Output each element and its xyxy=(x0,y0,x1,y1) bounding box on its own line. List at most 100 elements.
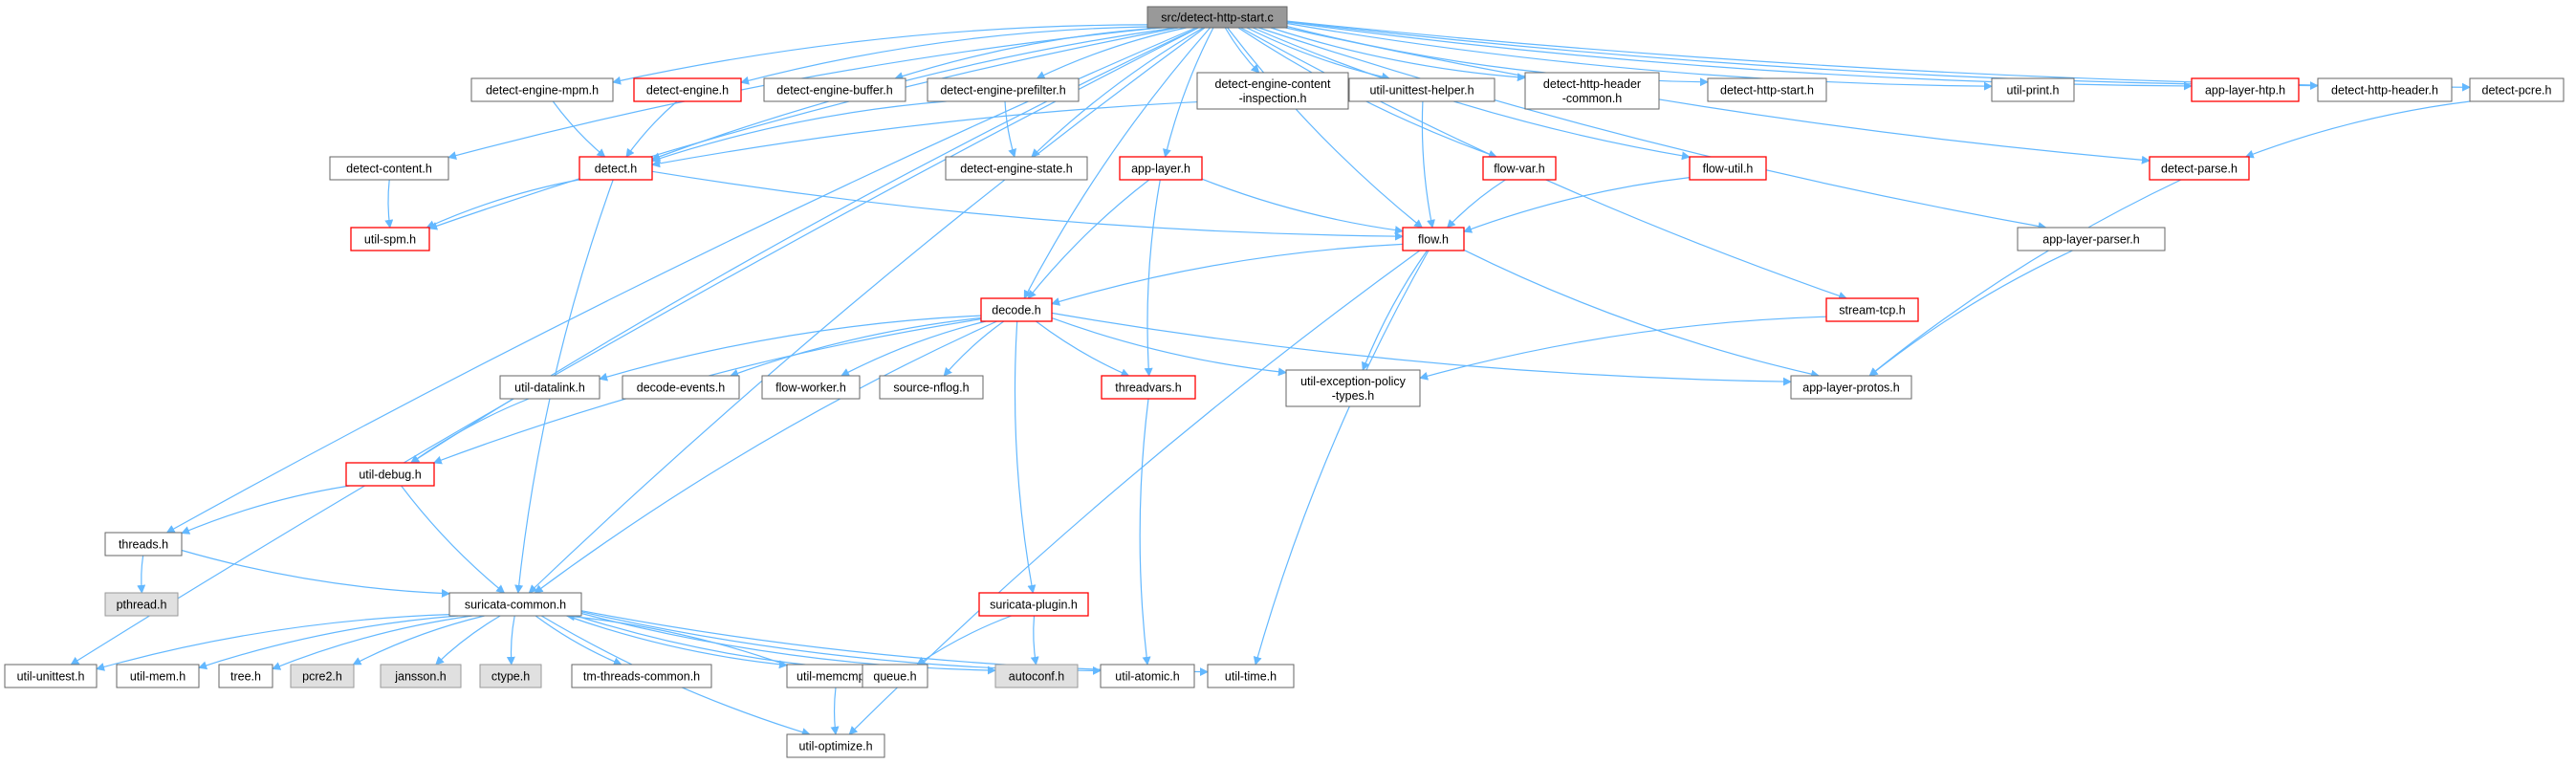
node-label: -common.h xyxy=(1562,92,1623,105)
node-ctype[interactable]: ctype.h xyxy=(479,664,542,688)
node-http-start-h[interactable]: detect-http-start.h xyxy=(1707,77,1827,102)
node-box xyxy=(2469,77,2565,102)
edge-suricata_plugin-to-autoconf xyxy=(1030,615,1039,666)
node-root[interactable]: src/detect-http-start.c xyxy=(1146,6,1288,29)
edge-layer xyxy=(70,20,2471,736)
node-label: detect-engine.h xyxy=(646,84,729,98)
node-unittest-helper[interactable]: util-unittest-helper.h xyxy=(1348,77,1495,102)
node-util-atomic[interactable]: util-atomic.h xyxy=(1100,664,1195,688)
node-util-spm[interactable]: util-spm.h xyxy=(350,227,430,251)
node-label: pcre2.h xyxy=(302,670,342,684)
node-stream-tcp[interactable]: stream-tcp.h xyxy=(1825,297,1919,322)
node-box xyxy=(104,532,183,557)
node-pcre2[interactable]: pcre2.h xyxy=(290,664,355,688)
node-detect-parse[interactable]: detect-parse.h xyxy=(2149,156,2250,181)
node-app-layer-protos[interactable]: app-layer-protos.h xyxy=(1790,375,1912,400)
node-detect-pcre[interactable]: detect-pcre.h xyxy=(2469,77,2565,102)
node-box xyxy=(978,592,1089,617)
node-label: util-exception-policy xyxy=(1300,375,1407,388)
node-box xyxy=(499,375,600,400)
node-tm-threads-common[interactable]: tm-threads-common.h xyxy=(571,664,712,688)
node-box xyxy=(290,664,355,688)
node-util-mem[interactable]: util-mem.h xyxy=(116,664,200,688)
edge-suricata_common-to-util_unittest xyxy=(96,614,450,671)
node-label: util-debug.h xyxy=(359,469,421,482)
node-box xyxy=(1482,156,1557,181)
node-label: decode-events.h xyxy=(637,382,725,395)
node-flow-util[interactable]: flow-util.h xyxy=(1689,156,1767,181)
node-engine-buffer[interactable]: detect-engine-buffer.h xyxy=(763,77,906,102)
node-util-debug[interactable]: util-debug.h xyxy=(345,462,435,487)
edge-root-to-util_unittest xyxy=(70,27,1199,666)
node-util-datalink[interactable]: util-datalink.h xyxy=(499,375,600,400)
node-box xyxy=(2149,156,2250,181)
node-engine-mpm[interactable]: detect-engine-mpm.h xyxy=(470,77,614,102)
node-decode-events[interactable]: decode-events.h xyxy=(622,375,740,400)
node-util-unittest[interactable]: util-unittest.h xyxy=(4,664,98,688)
node-suricata-common[interactable]: suricata-common.h xyxy=(448,592,582,617)
edge-suricata_common-to-jansson xyxy=(435,615,501,666)
node-label: detect-http-header xyxy=(1543,77,1641,91)
node-box xyxy=(2191,77,2300,102)
edge-suricata_plugin-to-queue_h xyxy=(916,615,1013,666)
edge-flow_h-to-util_time xyxy=(1253,250,1430,666)
node-label: tm-threads-common.h xyxy=(583,670,700,684)
node-util-print[interactable]: util-print.h xyxy=(1991,77,2075,102)
node-engine-content[interactable]: detect-engine-content-inspection.h xyxy=(1196,72,1349,110)
node-label: queue.h xyxy=(873,670,916,684)
edge-decode_h-to-util_datalink xyxy=(599,315,982,382)
edge-flow_util-to-flow_h xyxy=(1463,177,1691,233)
node-app-layer-htp[interactable]: app-layer-htp.h xyxy=(2191,77,2300,102)
node-box xyxy=(786,733,885,758)
node-util-optimize[interactable]: util-optimize.h xyxy=(786,733,885,758)
node-engine-state[interactable]: detect-engine-state.h xyxy=(945,156,1088,181)
node-box xyxy=(116,664,200,688)
node-decode-h[interactable]: decode.h xyxy=(980,297,1053,322)
node-label: flow-worker.h xyxy=(775,382,846,395)
edge-decode_h-to-decode_events xyxy=(730,317,982,378)
edge-suricata_common-to-queue_h xyxy=(576,615,863,674)
edge-engine_mpm-to-detect_h xyxy=(552,100,606,158)
node-label: suricata-plugin.h xyxy=(990,599,1078,612)
edge-unittest_helper-to-flow_h xyxy=(1421,100,1435,229)
edge-threads_h-to-suricata_common xyxy=(181,549,450,598)
node-exception-policy[interactable]: util-exception-policy-types.h xyxy=(1285,369,1421,407)
node-label: suricata-common.h xyxy=(465,599,566,612)
node-threads-h[interactable]: threads.h xyxy=(104,532,183,557)
node-http-header[interactable]: detect-http-header.h xyxy=(2317,77,2453,102)
node-box xyxy=(448,592,582,617)
node-app-layer[interactable]: app-layer.h xyxy=(1119,156,1203,181)
edge-detect_content-to-util_spm xyxy=(384,179,394,229)
node-threadvars[interactable]: threadvars.h xyxy=(1101,375,1196,400)
node-box xyxy=(1196,72,1349,110)
node-app-layer-parser[interactable]: app-layer-parser.h xyxy=(2017,227,2166,251)
node-http-header-common[interactable]: detect-http-header-common.h xyxy=(1524,72,1660,110)
node-box xyxy=(1348,77,1495,102)
node-label: detect-http-header.h xyxy=(2331,84,2438,98)
node-label: util-unittest.h xyxy=(17,670,85,684)
node-label: threads.h xyxy=(119,538,168,552)
node-suricata-plugin[interactable]: suricata-plugin.h xyxy=(978,592,1089,617)
node-label: app-layer-parser.h xyxy=(2042,233,2139,247)
node-pthread[interactable]: pthread.h xyxy=(104,592,179,617)
node-flow-h[interactable]: flow.h xyxy=(1402,227,1465,251)
node-source-nflog[interactable]: source-nflog.h xyxy=(879,375,984,400)
node-autoconf[interactable]: autoconf.h xyxy=(994,664,1079,688)
node-engine-prefilter[interactable]: detect-engine-prefilter.h xyxy=(927,77,1080,102)
node-box xyxy=(927,77,1080,102)
node-queue-h[interactable]: queue.h xyxy=(862,664,928,688)
edge-flow_h-to-decode_h xyxy=(1051,243,1404,306)
node-flow-var[interactable]: flow-var.h xyxy=(1482,156,1557,181)
node-flow-worker[interactable]: flow-worker.h xyxy=(761,375,861,400)
node-label: detect-parse.h xyxy=(2161,163,2238,176)
node-detect-content[interactable]: detect-content.h xyxy=(329,156,449,181)
node-label: tree.h xyxy=(230,670,261,684)
node-util-time[interactable]: util-time.h xyxy=(1207,664,1295,688)
node-engine[interactable]: detect-engine.h xyxy=(633,77,742,102)
node-jansson[interactable]: jansson.h xyxy=(380,664,462,688)
node-detect-h[interactable]: detect.h xyxy=(579,156,653,181)
node-tree-h[interactable]: tree.h xyxy=(218,664,273,688)
node-box xyxy=(1100,664,1195,688)
node-label: flow-util.h xyxy=(1703,163,1754,176)
edge-suricata_common-to-tm_threads_common xyxy=(535,615,622,666)
